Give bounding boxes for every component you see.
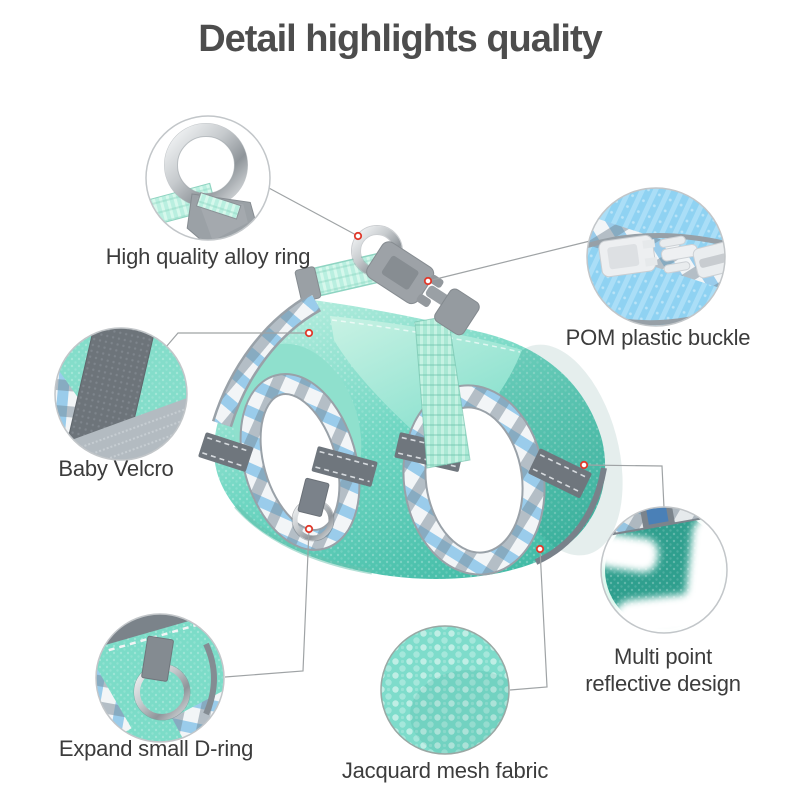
zoom-buckle-female xyxy=(692,241,725,279)
zoom-buckle-prongs xyxy=(659,235,698,274)
label-jacquard-mesh: Jacquard mesh fabric xyxy=(341,758,549,783)
page-title: Detail highlights quality xyxy=(198,18,603,60)
label-expand-d-ring: Expand small D-ring xyxy=(58,736,254,761)
callout-circle-alloy-ring xyxy=(145,115,271,241)
leader-lines xyxy=(165,186,665,691)
zoom-d-ring-tab xyxy=(141,635,174,682)
d-ring-tab xyxy=(297,477,330,517)
callout-circle-baby-velcro xyxy=(54,327,188,461)
reflective-strip-4 xyxy=(528,448,592,498)
marker-dots xyxy=(304,231,589,554)
callout-circle-jacquard-mesh xyxy=(380,625,510,755)
reflective-strip-2 xyxy=(311,446,378,487)
label-baby-velcro: Baby Velcro xyxy=(58,456,174,481)
zoom-buckle-male xyxy=(598,234,658,278)
shoulder-plaid-trim xyxy=(214,294,320,427)
callout-circle-d-ring xyxy=(95,613,225,743)
label-alloy-ring: High quality alloy ring xyxy=(105,244,311,269)
label-reflective: Multi point reflective design xyxy=(585,644,741,696)
bottom-gray-piping xyxy=(534,467,607,565)
label-pom-buckle: POM plastic buckle xyxy=(565,325,751,350)
product-buckle xyxy=(366,241,480,336)
callout-circle-reflective xyxy=(600,506,728,634)
harness-product-photo xyxy=(198,225,623,579)
reflective-strip-1 xyxy=(198,432,254,472)
